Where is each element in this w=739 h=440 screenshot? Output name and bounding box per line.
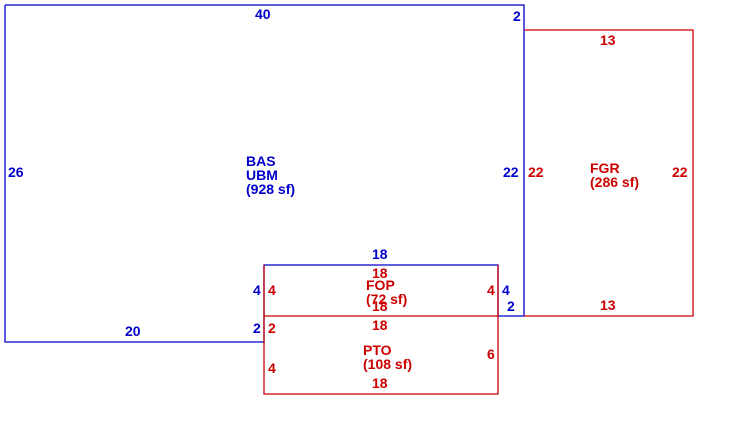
bas-code-label: BAS: [246, 153, 276, 169]
dim-bas-left: 26: [8, 164, 24, 180]
fop-outline: [263, 265, 499, 317]
dim-bas-notch-left: 4: [253, 282, 261, 298]
dim-pto-top: 18: [372, 317, 388, 333]
dim-bas-notch-top: 18: [372, 246, 388, 262]
fgr-code-label: FGR: [590, 160, 620, 176]
dim-pto-right: 6: [487, 346, 495, 362]
bas-size-label: (928 sf): [246, 181, 295, 197]
dim-bas-corner: 2: [507, 298, 515, 314]
dim-fop-top: 18: [372, 265, 388, 281]
dim-bas-notch-right: 4: [502, 282, 510, 298]
pto-code-label: PTO: [363, 342, 392, 358]
fop-size-label: (72 sf): [366, 291, 407, 307]
dim-pto-left-a: 2: [268, 320, 276, 336]
dim-fgr-left: 22: [528, 164, 544, 180]
bas-sub-label: UBM: [246, 167, 278, 183]
fgr-size-label: (286 sf): [590, 174, 639, 190]
dim-bas-top: 40: [255, 6, 271, 22]
fgr-outline: [524, 29, 694, 317]
dim-bas-bottom: 20: [125, 323, 141, 339]
dim-bas-top-right: 2: [513, 8, 521, 24]
dim-fop-left: 4: [268, 282, 276, 298]
dim-pto-bottom: 18: [372, 375, 388, 391]
dim-fgr-bottom: 13: [600, 297, 616, 313]
dim-fop-right: 4: [487, 282, 495, 298]
dim-bas-notch-bottom: 2: [253, 320, 261, 336]
dim-fop-bottom: 18: [372, 298, 388, 314]
pto-outline: [263, 316, 499, 395]
dim-fgr-right: 22: [672, 164, 688, 180]
pto-size-label: (108 sf): [363, 356, 412, 372]
fop-code-label: FOP: [366, 277, 395, 293]
dim-bas-right: 22: [503, 164, 519, 180]
dim-pto-left-b: 4: [268, 360, 276, 376]
dim-fgr-top: 13: [600, 32, 616, 48]
